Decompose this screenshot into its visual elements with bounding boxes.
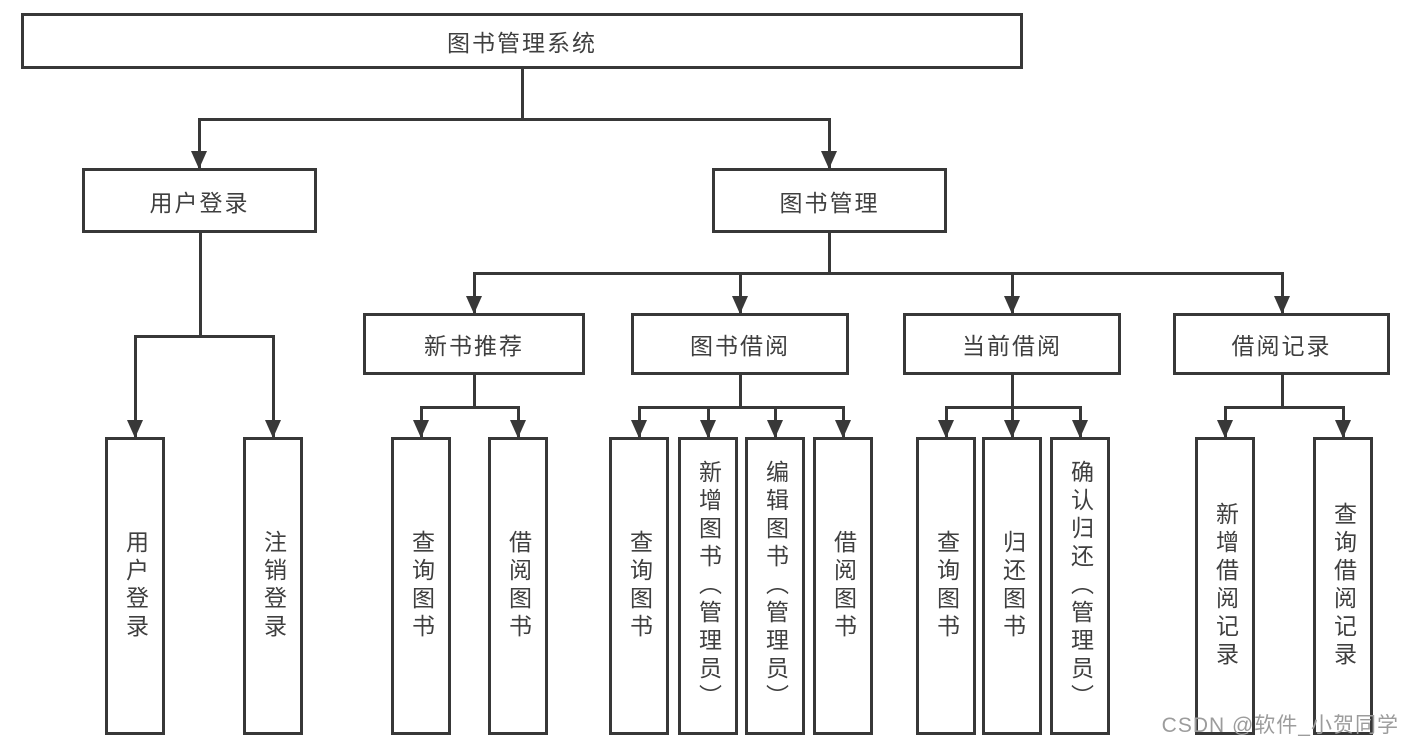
node-label-user-login-group: 用户登录 (149, 189, 250, 216)
node-label-br-add-record: 新增借阅记录 (1212, 502, 1239, 670)
arrowhead-down-icon (938, 420, 954, 438)
node-label-book-borrowing: 图书借阅 (690, 333, 790, 359)
node-borrowing-records: 借阅记录 (1173, 313, 1390, 375)
arrowhead-down-icon (1217, 420, 1233, 438)
node-label-current-borrowing: 当前借阅 (962, 333, 1062, 359)
connector-drop-user-login-group-1 (271, 335, 275, 437)
node-bb-borrow-books: 借阅图书 (813, 437, 873, 735)
connector-stem-user-login-group (198, 233, 202, 338)
arrowhead-down-icon (700, 420, 716, 438)
node-bb-edit-books: 编辑图书（管理员） (745, 437, 805, 735)
node-cb-query-books: 查询图书 (916, 437, 976, 735)
node-cb-confirm-return: 确认归还（管理员） (1050, 437, 1110, 735)
connector-drop-system-1 (827, 118, 831, 168)
node-nb-borrow-books: 借阅图书 (488, 437, 548, 735)
connector-drop-book-management-1 (738, 272, 742, 313)
arrowhead-down-icon (1004, 420, 1020, 438)
node-label-bb-add-books: 新增图书（管理员） (695, 460, 722, 712)
node-bb-query-books: 查询图书 (609, 437, 669, 735)
connector-fork-system (197, 118, 831, 121)
node-label-nb-query-books: 查询图书 (408, 530, 435, 642)
connector-stem-book-management (827, 233, 831, 275)
node-book-borrowing: 图书借阅 (631, 313, 849, 375)
connector-drop-book-management-2 (1010, 272, 1014, 313)
arrowhead-down-icon (265, 420, 281, 438)
node-book-management: 图书管理 (712, 168, 947, 233)
node-label-bb-borrow-books: 借阅图书 (830, 530, 857, 642)
arrowhead-down-icon (510, 420, 526, 438)
arrowhead-down-icon (1335, 420, 1351, 438)
node-label-user-login: 用户登录 (122, 530, 149, 642)
connector-stem-system (520, 69, 524, 121)
connector-fork-new-book-recommend (419, 406, 520, 409)
node-label-book-management: 图书管理 (779, 189, 880, 216)
node-label-cb-confirm-return: 确认归还（管理员） (1067, 460, 1094, 712)
node-new-book-recommend: 新书推荐 (363, 313, 585, 375)
connector-fork-book-management (472, 272, 1284, 275)
node-label-br-query-record: 查询借阅记录 (1330, 502, 1357, 670)
node-label-system: 图书管理系统 (447, 30, 597, 56)
arrowhead-down-icon (1004, 296, 1020, 314)
node-bb-add-books: 新增图书（管理员） (678, 437, 738, 735)
arrowhead-down-icon (1072, 420, 1088, 438)
node-current-borrowing: 当前借阅 (903, 313, 1121, 375)
arrowhead-down-icon (1274, 296, 1290, 314)
arrowhead-down-icon (821, 151, 837, 169)
connector-stem-current-borrowing (1010, 375, 1014, 409)
node-br-query-record: 查询借阅记录 (1313, 437, 1373, 735)
connector-fork-borrowing-records (1223, 406, 1345, 409)
connector-stem-borrowing-records (1280, 375, 1284, 409)
arrowhead-down-icon (413, 420, 429, 438)
node-label-borrowing-records: 借阅记录 (1231, 333, 1332, 359)
node-label-bb-query-books: 查询图书 (626, 530, 653, 642)
node-label-nb-borrow-books: 借阅图书 (505, 530, 532, 642)
connector-fork-book-borrowing (637, 406, 845, 409)
arrowhead-down-icon (127, 420, 143, 438)
connector-stem-new-book-recommend (472, 375, 476, 409)
connector-drop-system-0 (197, 118, 201, 168)
node-logout: 注销登录 (243, 437, 303, 735)
connector-drop-user-login-group-0 (133, 335, 137, 437)
node-label-bb-edit-books: 编辑图书（管理员） (762, 460, 789, 712)
node-label-logout: 注销登录 (260, 530, 287, 642)
node-system: 图书管理系统 (21, 13, 1023, 69)
node-br-add-record: 新增借阅记录 (1195, 437, 1255, 735)
node-nb-query-books: 查询图书 (391, 437, 451, 735)
node-user-login: 用户登录 (105, 437, 165, 735)
connector-fork-user-login-group (133, 335, 275, 338)
arrowhead-down-icon (767, 420, 783, 438)
arrowhead-down-icon (466, 296, 482, 314)
node-user-login-group: 用户登录 (82, 168, 317, 233)
arrowhead-down-icon (631, 420, 647, 438)
arrowhead-down-icon (191, 151, 207, 169)
node-label-new-book-recommend: 新书推荐 (424, 333, 524, 359)
connector-drop-book-management-0 (472, 272, 476, 313)
watermark-text: CSDN @软件_小贺同学 (1161, 714, 1399, 737)
node-label-cb-query-books: 查询图书 (933, 530, 960, 642)
connector-stem-book-borrowing (738, 375, 742, 409)
arrowhead-down-icon (732, 296, 748, 314)
connector-drop-book-management-3 (1280, 272, 1284, 313)
node-cb-return-books: 归还图书 (982, 437, 1042, 735)
node-label-cb-return-books: 归还图书 (999, 530, 1026, 642)
arrowhead-down-icon (835, 420, 851, 438)
